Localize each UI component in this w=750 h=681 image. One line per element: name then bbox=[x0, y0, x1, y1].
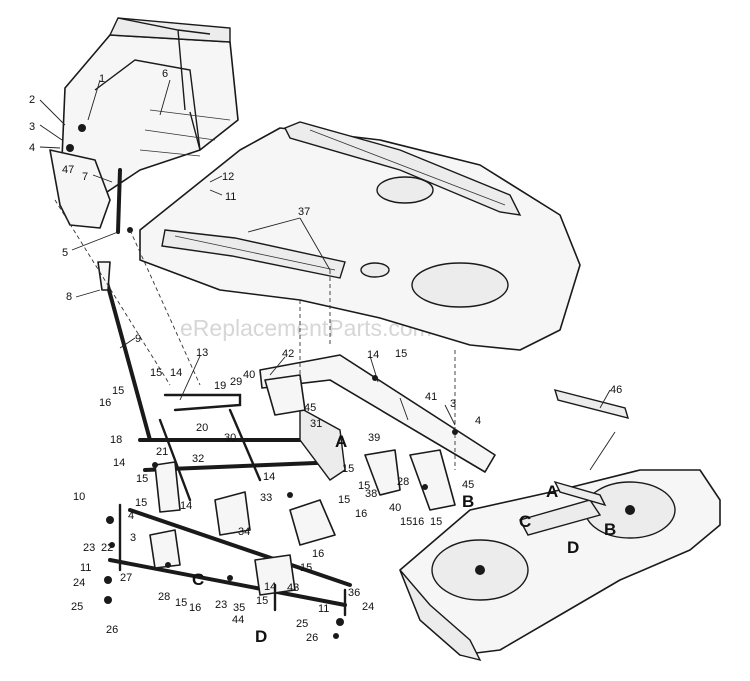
callout-11: 11 bbox=[225, 191, 236, 203]
callout-14-b: 14 bbox=[170, 367, 182, 379]
callout-16-b: 16 bbox=[355, 508, 367, 520]
callout-26-a: 26 bbox=[106, 624, 118, 636]
callout-14-c: 14 bbox=[113, 457, 125, 469]
callout-15-c: 15 bbox=[150, 367, 162, 379]
letter-b-linkage: B bbox=[462, 492, 474, 511]
callout-3-c: 3 bbox=[130, 532, 136, 544]
callout-3-b: 3 bbox=[450, 398, 456, 410]
callout-39: 39 bbox=[368, 432, 380, 444]
callout-22: 22 bbox=[101, 542, 113, 554]
callout-1: 1 bbox=[99, 73, 105, 85]
callout-3: 3 bbox=[29, 121, 35, 133]
letter-c-deck: C bbox=[519, 512, 531, 531]
callout-36: 36 bbox=[348, 587, 360, 599]
callout-2: 2 bbox=[29, 94, 35, 106]
callout-14-e: 14 bbox=[180, 500, 192, 512]
callout-4-b: 4 bbox=[475, 415, 481, 427]
callout-16-d: 16 bbox=[312, 548, 324, 560]
callout-43: 43 bbox=[287, 582, 299, 594]
callout-35: 35 bbox=[233, 602, 245, 614]
callout-15-a: 15 bbox=[395, 348, 407, 360]
callout-10: 10 bbox=[73, 491, 85, 503]
callout-5: 5 bbox=[62, 247, 68, 259]
body-frame bbox=[59, 17, 581, 351]
callout-23-a: 23 bbox=[83, 542, 95, 554]
callout-24-a: 24 bbox=[73, 577, 85, 589]
callout-13: 13 bbox=[196, 347, 208, 359]
callout-32: 32 bbox=[192, 453, 204, 465]
callout-45-a: 45 bbox=[304, 402, 316, 414]
callout-18: 18 bbox=[110, 434, 122, 446]
callout-14-a: 14 bbox=[367, 349, 379, 361]
callout-27: 27 bbox=[120, 572, 132, 584]
callout-15-g: 15 bbox=[430, 516, 442, 528]
callout-20: 20 bbox=[196, 422, 208, 434]
callout-41: 41 bbox=[425, 391, 437, 403]
callout-14-f: 14 bbox=[264, 581, 276, 593]
callout-19: 19 bbox=[214, 380, 226, 392]
callout-37: 37 bbox=[298, 206, 310, 218]
letter-b-deck: B bbox=[604, 520, 616, 539]
callout-15-d: 15 bbox=[136, 473, 148, 485]
callout-24-b: 24 bbox=[362, 601, 374, 613]
callout-28: 28 bbox=[158, 591, 170, 603]
callout-15-e: 15 bbox=[342, 463, 354, 475]
callout-6: 6 bbox=[162, 68, 168, 80]
callout-46: 46 bbox=[610, 384, 622, 396]
callout-4-c: 4 bbox=[128, 510, 134, 522]
callout-29: 29 bbox=[230, 376, 242, 388]
lift-linkage bbox=[54, 199, 630, 617]
callout-42: 42 bbox=[282, 348, 294, 360]
letter-d-linkage: D bbox=[255, 627, 267, 646]
callout-15-l: 15 bbox=[400, 516, 412, 528]
callout-11-b: 11 bbox=[80, 562, 91, 574]
lift-lever-assembly bbox=[49, 124, 152, 442]
callout-8: 8 bbox=[66, 291, 72, 303]
callout-45-b: 45 bbox=[462, 479, 474, 491]
callout-21: 21 bbox=[156, 446, 168, 458]
callout-4: 4 bbox=[29, 142, 35, 154]
letter-a-linkage: A bbox=[335, 432, 347, 451]
hardware-markers bbox=[104, 375, 458, 639]
callout-16-e: 16 bbox=[189, 602, 201, 614]
callout-15-k: 15 bbox=[135, 497, 147, 509]
callout-38: 38 bbox=[365, 488, 377, 500]
callout-15-h: 15 bbox=[300, 562, 312, 574]
callout-40-a: 40 bbox=[243, 369, 255, 381]
callout-labels: 1 2 3 4 47 6 7 12 11 5 37 8 9 13 42 14 1… bbox=[29, 68, 622, 644]
callout-30: 30 bbox=[224, 432, 236, 444]
callout-40-b: 40 bbox=[389, 502, 401, 514]
callout-15-j: 15 bbox=[256, 595, 268, 607]
callout-25-a: 25 bbox=[71, 601, 83, 613]
callout-33: 33 bbox=[260, 492, 272, 504]
callout-26-b: 26 bbox=[306, 632, 318, 644]
letter-a-deck: A bbox=[546, 482, 558, 501]
letter-c-linkage: C bbox=[192, 570, 204, 589]
callout-31: 31 bbox=[310, 418, 322, 430]
callout-9: 9 bbox=[135, 333, 141, 345]
callout-16-c: 16 bbox=[412, 516, 424, 528]
callout-25-b: 25 bbox=[296, 618, 308, 630]
callout-15-f: 15 bbox=[338, 494, 350, 506]
callout-12: 12 bbox=[222, 171, 234, 183]
callout-14-d: 14 bbox=[263, 471, 275, 483]
callout-15-i: 15 bbox=[175, 597, 187, 609]
callout-11-c: 11 bbox=[318, 603, 329, 615]
callout-28-c: 28 bbox=[397, 476, 409, 488]
callout-7: 7 bbox=[82, 171, 88, 183]
callout-16-a: 16 bbox=[99, 397, 111, 409]
reference-letters: A B C D A B C D bbox=[192, 432, 616, 646]
mower-deck bbox=[399, 431, 721, 662]
callout-34: 34 bbox=[238, 526, 250, 538]
letter-d-deck: D bbox=[567, 538, 579, 557]
callout-23-b: 23 bbox=[215, 599, 227, 611]
leader-lines bbox=[39, 79, 611, 426]
callout-15-m: 15 bbox=[358, 480, 370, 492]
callout-47: 47 bbox=[62, 164, 74, 176]
callout-15-b: 15 bbox=[112, 385, 124, 397]
callout-44: 44 bbox=[232, 614, 244, 626]
